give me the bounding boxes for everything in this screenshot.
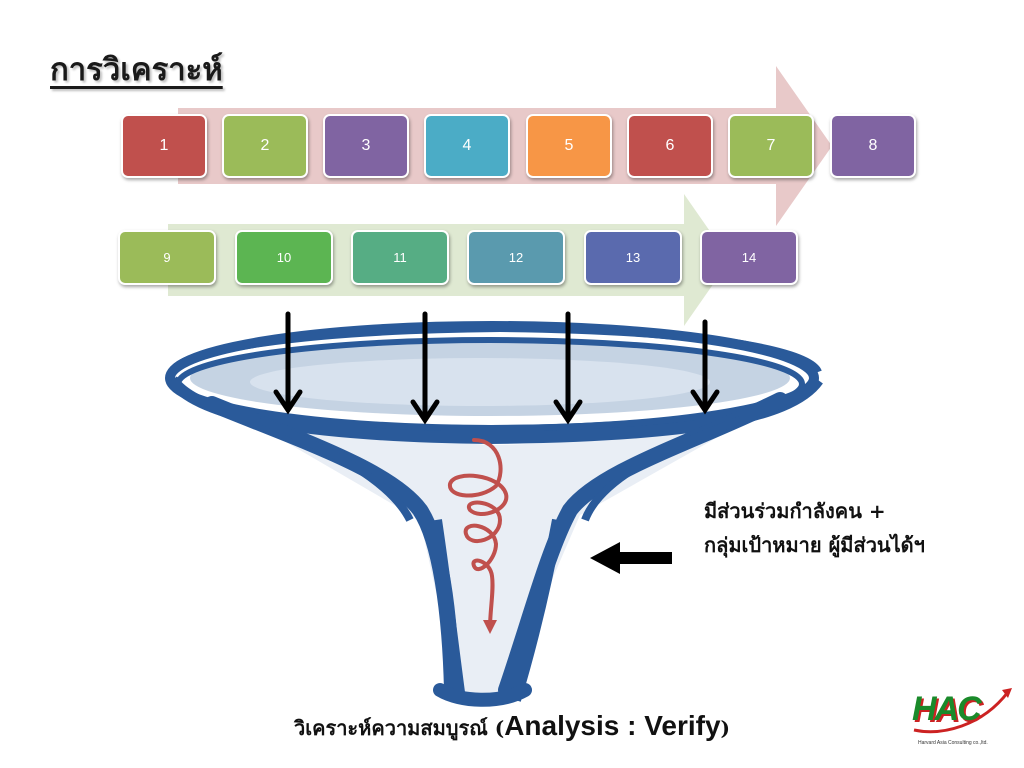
step-label: 7 [766,137,776,154]
participation-line-1: มีส่วนร่วมกำลังคน + [704,499,886,523]
step-box-11: 11 [351,230,449,285]
step-box-14: 14 [700,230,798,285]
step-label: 8 [868,137,878,154]
caption-english: Analysis : Verify [504,710,721,741]
step-box-7: 7 [728,114,814,178]
step-box-1: 1 [121,114,207,178]
step-box-6: 6 [627,114,713,178]
step-box-9: 9 [118,230,216,285]
step-box-13: 13 [584,230,682,285]
step-label: 5 [564,137,574,154]
step-label: 9 [163,250,171,265]
down-arrows [273,311,720,425]
logo-subtitle: Harvard Asia Consulting co.,ltd. [918,740,988,746]
participation-note: มีส่วนร่วมกำลังคน + กลุ่มเป้าหมาย ผู้มีส… [704,494,925,562]
step-box-3: 3 [323,114,409,178]
step-label: 14 [741,250,757,265]
step-label: 11 [393,250,407,265]
caption-close: ) [720,716,730,740]
step-label: 13 [625,250,641,265]
step-label: 3 [361,137,371,154]
step-label: 1 [159,137,169,154]
step-label: 12 [508,250,524,265]
step-label: 6 [665,137,675,154]
participation-line-2: กลุ่มเป้าหมาย ผู้มีส่วนได้ฯ [704,533,925,557]
step-box-2: 2 [222,114,308,178]
step-label: 10 [276,250,292,265]
left-arrow-icon [590,542,672,574]
step-box-8: 8 [830,114,916,178]
logo-text: HAC [912,690,982,728]
step-box-5: 5 [526,114,612,178]
hac-logo: HAC Harvard Asia Consulting co.,ltd. [912,686,1012,756]
step-box-12: 12 [467,230,565,285]
step-box-4: 4 [424,114,510,178]
step-box-10: 10 [235,230,333,285]
spiral-path [448,438,509,630]
funnel-caption: วิเคราะห์ความสมบูรณ์ (Analysis : Verify) [0,710,1024,744]
step-label: 2 [260,137,270,154]
logo-swoosh-icon [913,688,1012,734]
page-title: การวิเคราะห์ [50,52,223,88]
caption-thai: วิเคราะห์ความสมบูรณ์ ( [294,716,505,740]
step-label: 4 [462,137,472,154]
